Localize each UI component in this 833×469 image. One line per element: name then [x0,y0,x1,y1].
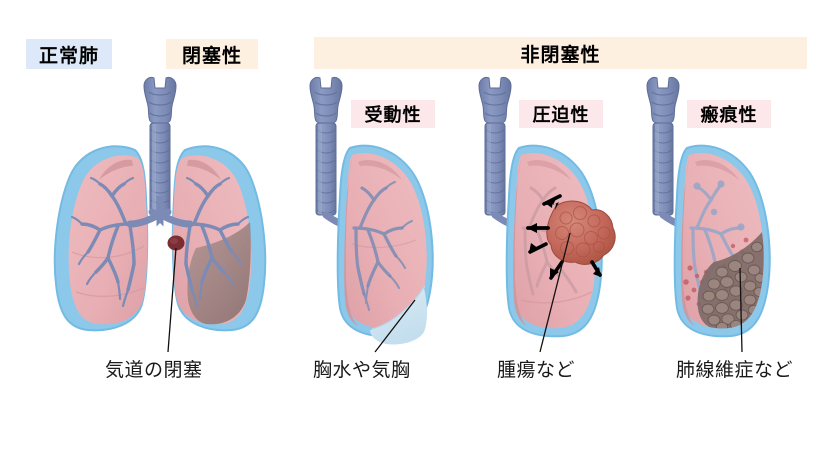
panel-normal-obstructive [53,76,267,353]
lung-compressive [513,153,596,329]
leader-line-fibrosis [739,267,743,353]
leader-line-effusion [374,299,416,353]
lung-left-normal [68,155,148,325]
group-label-obstructive: 閉塞性 [166,39,258,69]
leader-line-tumor [539,232,571,353]
caption-airway-obstruction: 気道の閉塞 [105,360,203,381]
bronchial-tree-right [184,182,240,292]
compression-arrows [526,194,602,280]
group-label-normal: 正常肺 [26,39,112,69]
subtype-label-cicatricial: 瘢痕性 [687,100,771,128]
subtype-label-passive: 受動性 [351,100,435,128]
atelectasis-region [187,222,251,325]
caption-tumor: 腫瘍など [497,360,576,381]
tumor-mass [546,200,616,265]
caption-effusion-pneumothorax: 胸水や気胸 [313,360,411,381]
leader-line-airway-obstruction [167,247,177,353]
lung-passive [344,153,427,329]
fibrosis-speckles [683,237,749,311]
group-label-non-obstructive: 非閉塞性 [314,37,807,69]
pleural-effusion-region [370,288,427,345]
honeycomb-region [697,232,764,329]
subtype-label-compressive: 圧迫性 [519,100,603,128]
caption-pulmonary-fibrosis: 肺線維症など [676,360,794,381]
airway-obstruction-marker [167,235,185,251]
lung-cicatricial [681,153,764,329]
bronchial-tree-left [80,182,136,292]
lung-right-normal [172,155,252,325]
